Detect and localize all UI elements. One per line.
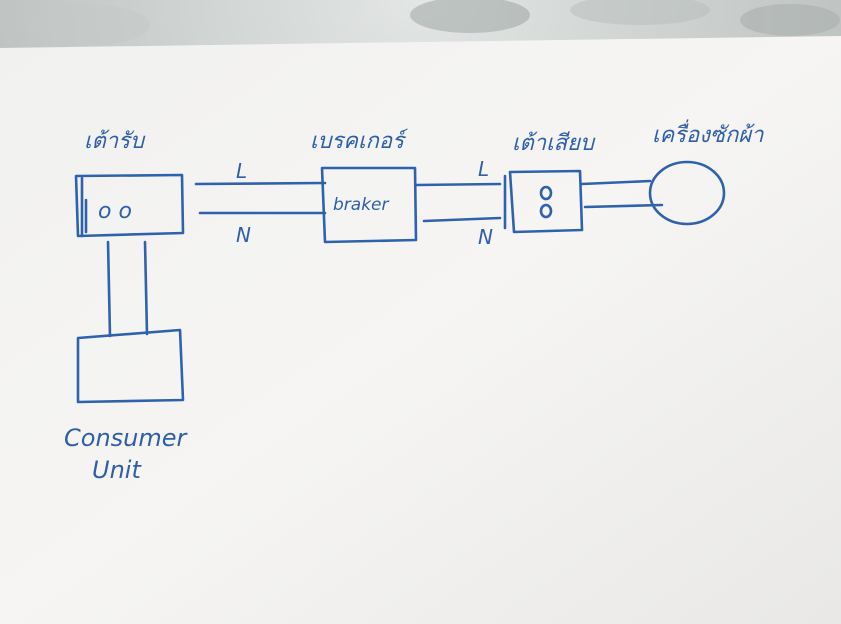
washing-machine-label: เครื่องซักผ้า: [652, 119, 764, 148]
live-label-1: L: [236, 159, 247, 183]
socket-outlet: o o: [74, 173, 185, 238]
live-label-2: L: [478, 157, 489, 181]
consumer-unit-label-line1: Consumer: [64, 424, 189, 452]
machine-wire-2: [583, 203, 664, 209]
feed-wire-left: [106, 240, 112, 338]
background-texture: [30, 0, 840, 45]
plug-outlet-label: เต้าเสียบ: [512, 131, 596, 156]
plug-outlet: [503, 169, 584, 234]
live-wire-1: [194, 181, 327, 186]
breaker-box-label: braker: [333, 195, 390, 215]
consumer-unit-box: [76, 328, 185, 404]
breaker: braker: [320, 166, 418, 244]
neutral-label-1: N: [236, 223, 251, 247]
feed-wire-right: [143, 240, 149, 336]
consumer-unit-label-line2: Unit: [92, 456, 142, 484]
socket-holes-label: o o: [98, 199, 132, 224]
socket-label: เต้ารับ: [84, 129, 146, 154]
washing-machine-circle: [648, 160, 726, 226]
live-wire-2: [414, 182, 502, 187]
neutral-label-2: N: [478, 225, 493, 249]
machine-wire-1: [580, 179, 652, 186]
neutral-wire-2: [422, 216, 502, 223]
breaker-label: เบรคเกอร์: [310, 128, 409, 154]
